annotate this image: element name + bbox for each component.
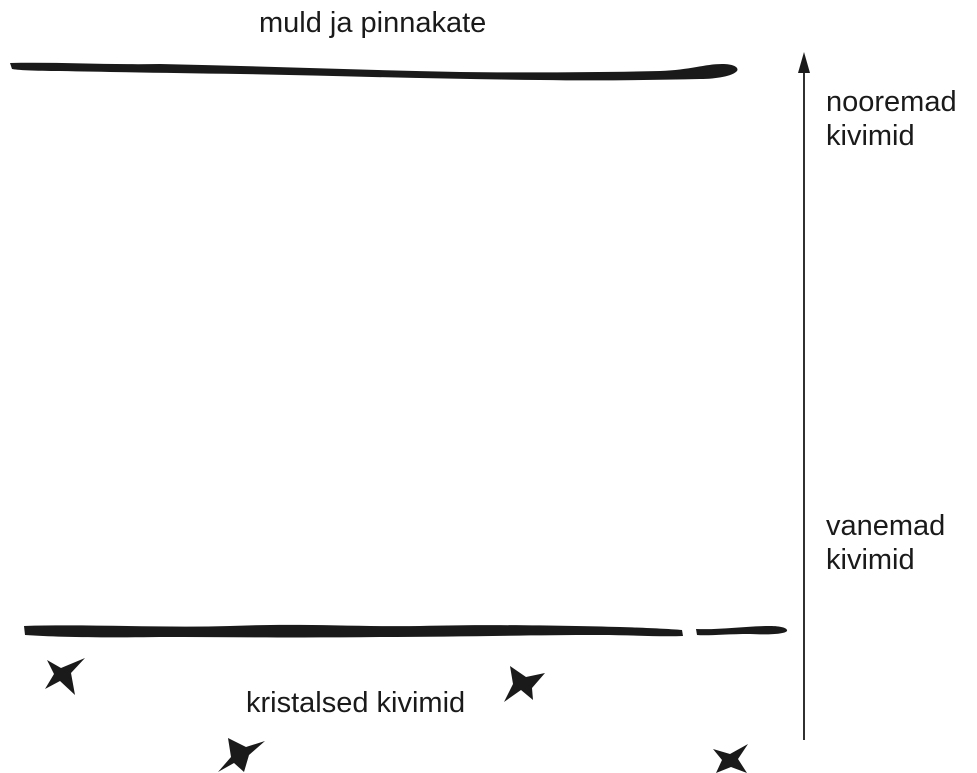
younger-rocks-label-line2: kivimid [826, 120, 915, 153]
crystal-mark-icon [713, 744, 748, 773]
older-rocks-label: vanemad kivimid [826, 509, 945, 577]
surface-boundary-line [10, 62, 738, 81]
crystalline-rocks-label: kristalsed kivimid [246, 687, 466, 719]
crystal-mark-icon [45, 658, 85, 695]
arrow-up-icon [798, 52, 810, 73]
older-rocks-label-line1: vanemad [826, 510, 946, 542]
younger-rocks-label: nooremad kivimid [826, 85, 957, 153]
younger-rocks-label-line1: nooremad [826, 86, 957, 118]
older-rocks-label-line2: kivimid [826, 544, 915, 577]
crystal-mark-icon [218, 738, 265, 772]
basement-boundary-segment [696, 626, 788, 636]
crystal-mark-icon [504, 666, 545, 702]
surface-label: muld ja pinnakate [259, 7, 487, 39]
basement-boundary-line [24, 624, 683, 638]
